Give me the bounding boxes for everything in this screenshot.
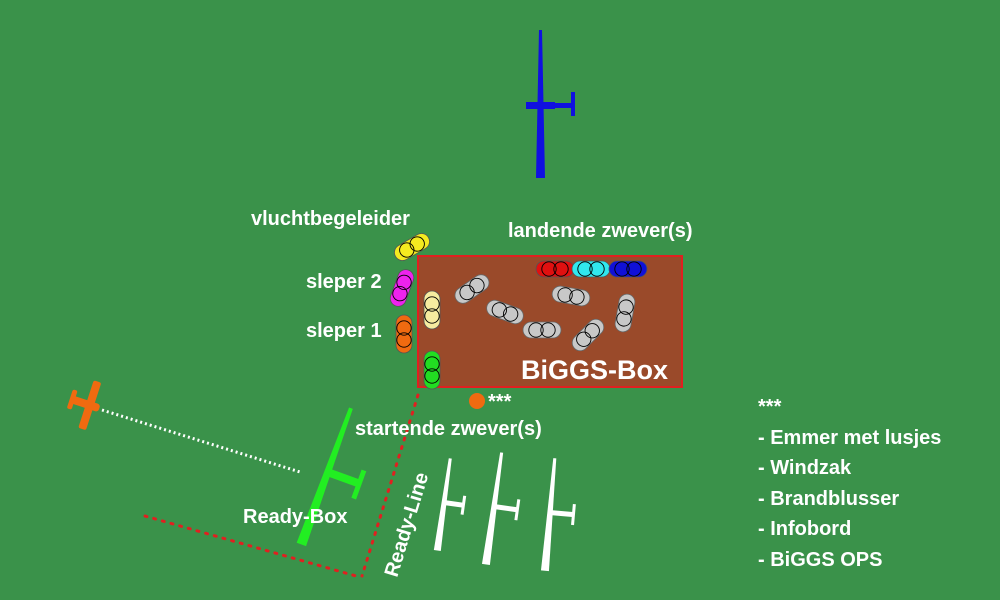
landing-gliders-label: landende zwever(s) (508, 220, 693, 242)
waiting-glider-icon (433, 458, 467, 552)
starting-gliders-label: startende zwever(s) (355, 418, 542, 440)
biggs-box-label: BiGGS-Box (521, 355, 668, 385)
tow-plane-icon (67, 380, 101, 430)
tow-plane-1-label: sleper 1 (306, 320, 382, 342)
legend-item: - Infobord (758, 518, 852, 540)
biggs-box (417, 255, 683, 388)
car-parked (522, 321, 562, 339)
legend: *** - Emmer met lusjes - Windzak - Brand… (758, 392, 941, 575)
tow-plane-2-label: sleper 2 (306, 271, 382, 293)
ready-glider-icon (296, 407, 367, 547)
landing-glider-icon (526, 30, 575, 178)
car-tow-plane-2 (387, 266, 417, 310)
car-landing-red (535, 260, 575, 278)
ready-box-label: Ready-Box (243, 506, 348, 528)
waiting-glider-icon (481, 452, 521, 565)
car-cream (423, 290, 441, 330)
legend-item: - Emmer met lusjes (758, 426, 942, 449)
flight-attendant-label: vluchtbegeleider (251, 208, 410, 230)
legend-item: - Brandblusser (758, 487, 900, 510)
legend-header: *** (758, 396, 782, 418)
marker-stars-label: *** (488, 391, 512, 413)
legend-item: - BiGGS OPS (758, 548, 883, 571)
ready-box-boundary (143, 514, 358, 578)
car-tow-plane-1 (395, 314, 413, 354)
waiting-glider-icon (540, 458, 576, 572)
legend-item: - Windzak (758, 457, 852, 479)
car-start (423, 350, 441, 390)
tow-rope (101, 408, 301, 474)
equipment-marker (469, 393, 485, 409)
car-landing-cyan (571, 260, 611, 278)
car-landing-blue (608, 260, 648, 278)
ready-line-label: Ready-Line (381, 470, 434, 580)
